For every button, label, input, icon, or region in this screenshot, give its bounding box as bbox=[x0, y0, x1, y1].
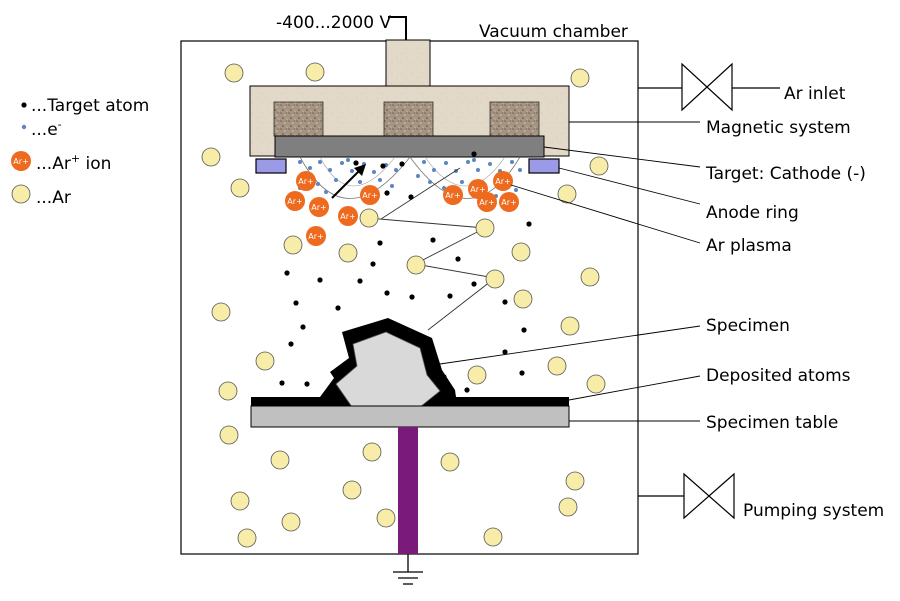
legend-ar-ion-icon bbox=[11, 151, 31, 171]
pumping-system-label: Pumping system bbox=[743, 501, 884, 521]
target-cathode-label: Target: Cathode (-) bbox=[705, 164, 866, 184]
ar-ion: Ar+ bbox=[285, 191, 305, 211]
ar-inlet-label: Ar inlet bbox=[784, 84, 846, 104]
svg-text:Ar+: Ar+ bbox=[479, 198, 494, 207]
voltage-label: -400...2000 V bbox=[276, 13, 391, 33]
ar-ions: Ar+ Ar+ Ar+ Ar+ Ar+ Ar+ Ar+ Ar+ Ar+ Ar+ … bbox=[285, 171, 519, 246]
magnetic-system-label: Magnetic system bbox=[706, 118, 851, 138]
svg-text:Ar+: Ar+ bbox=[362, 191, 377, 200]
target-atoms bbox=[279, 151, 532, 393]
ground-icon bbox=[393, 554, 423, 585]
ar-ion: Ar+ bbox=[360, 185, 380, 205]
legend-electron-icon bbox=[21, 124, 27, 130]
anode-ring-left bbox=[255, 158, 287, 174]
svg-text:Ar+: Ar+ bbox=[445, 191, 460, 200]
ar-ion: Ar+ bbox=[338, 206, 358, 226]
pumping-valve-icon bbox=[638, 472, 735, 520]
svg-text:Ar+: Ar+ bbox=[340, 212, 355, 221]
legend-ar-ion-badge: Ar+ bbox=[13, 157, 28, 166]
deposited-atoms-label: Deposited atoms bbox=[706, 366, 851, 386]
magnetic-stem bbox=[385, 39, 431, 87]
field-arc-left-inner bbox=[319, 156, 396, 187]
magnet-block-center bbox=[383, 101, 434, 137]
anode-ring-label: Anode ring bbox=[706, 203, 799, 223]
vacuum-chamber-label: Vacuum chamber bbox=[479, 22, 628, 42]
ar-inlet-valve-icon bbox=[638, 62, 780, 112]
field-arc-right-inner bbox=[424, 156, 506, 187]
ar-ion: Ar+ bbox=[493, 171, 513, 191]
specimen bbox=[335, 331, 441, 408]
specimen-table bbox=[250, 405, 570, 428]
legend-electron: ...e- bbox=[31, 118, 62, 140]
legend-ar-icon bbox=[11, 184, 31, 204]
ar-ion: Ar+ bbox=[309, 197, 329, 217]
svg-text:Ar+: Ar+ bbox=[501, 198, 516, 207]
ar-atoms bbox=[201, 62, 609, 548]
ion-arrow bbox=[331, 167, 363, 199]
svg-text:Ar+: Ar+ bbox=[470, 185, 485, 194]
ion-arrow-head bbox=[354, 164, 366, 176]
magnet-block-left bbox=[273, 101, 324, 137]
legend: ...Target atom ...e- Ar+ ...Ar+ ion ...A… bbox=[11, 96, 149, 208]
ar-ion: Ar+ bbox=[443, 185, 463, 205]
legend-ar: ...Ar bbox=[36, 188, 71, 208]
support-rod bbox=[398, 427, 418, 554]
voltage-lead bbox=[388, 16, 407, 40]
ar-plasma-label: Ar plasma bbox=[706, 236, 792, 256]
atom-trajectory-2 bbox=[380, 167, 461, 220]
legend-target-atom: ...Target atom bbox=[31, 96, 149, 116]
magnet-block-right bbox=[489, 101, 540, 137]
svg-text:Ar+: Ar+ bbox=[495, 177, 510, 186]
anode-ring-right bbox=[528, 158, 560, 174]
leader-lines bbox=[439, 121, 701, 422]
ar-ion: Ar+ bbox=[296, 171, 316, 191]
svg-text:Ar+: Ar+ bbox=[298, 177, 313, 186]
svg-text:Ar+: Ar+ bbox=[311, 203, 326, 212]
specimen-label: Specimen bbox=[706, 316, 790, 336]
legend-ar-ion: ...Ar+ ion bbox=[36, 152, 111, 174]
svg-text:Ar+: Ar+ bbox=[287, 197, 302, 206]
specimen-table-label: Specimen table bbox=[706, 413, 838, 433]
svg-text:Ar+: Ar+ bbox=[308, 232, 323, 241]
ar-ion: Ar+ bbox=[306, 226, 326, 246]
legend-target-atom-icon bbox=[21, 102, 27, 108]
target-cathode bbox=[274, 135, 545, 158]
ar-ion: Ar+ bbox=[499, 192, 519, 212]
ar-ion: Ar+ bbox=[477, 192, 497, 212]
